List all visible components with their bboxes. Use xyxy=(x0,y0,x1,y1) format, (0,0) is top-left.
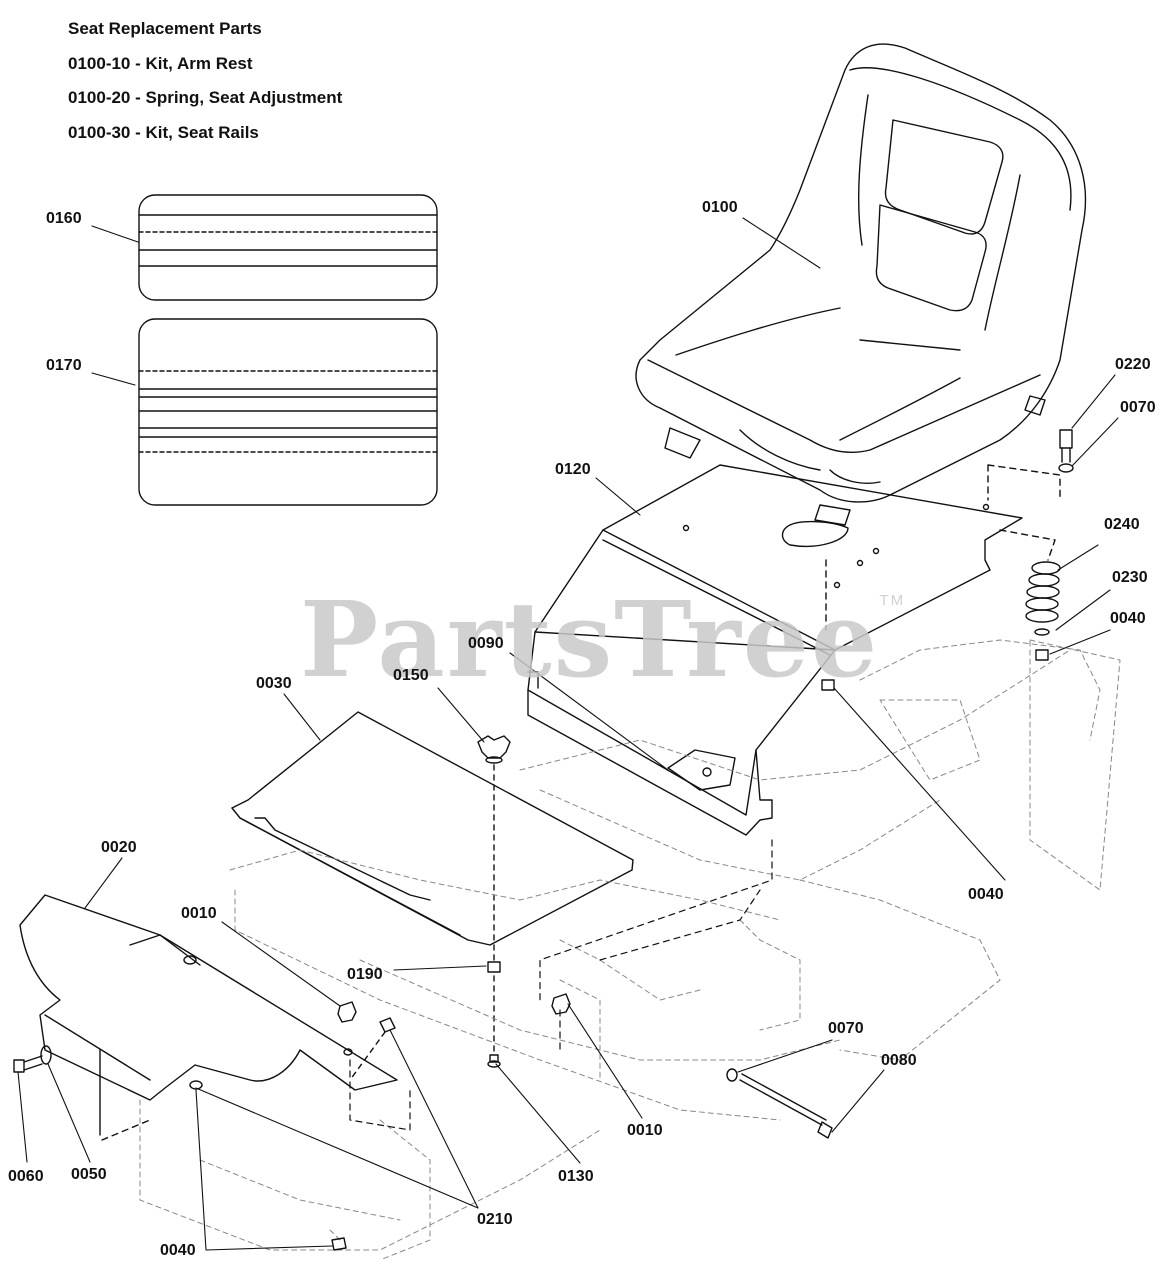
callout-0040[interactable]: 0040 xyxy=(1110,610,1146,627)
callout-0170[interactable]: 0170 xyxy=(46,357,82,374)
floor-plate-0030 xyxy=(231,711,634,946)
seat-pan-0120 xyxy=(534,464,1023,656)
decal-0170 xyxy=(138,318,438,506)
callout-0030[interactable]: 0030 xyxy=(256,675,292,692)
notes-item: 0100-20 - Spring, Seat Adjustment xyxy=(68,88,343,107)
callout-0150[interactable]: 0150 xyxy=(393,667,429,684)
notes-heading: Seat Replacement Parts xyxy=(68,19,262,38)
callout-0010[interactable]: 0010 xyxy=(181,905,217,922)
bottom-nut xyxy=(331,1237,347,1251)
callout-0230[interactable]: 0230 xyxy=(1112,569,1148,586)
seat-0100 xyxy=(635,43,1087,547)
bolt-0080 xyxy=(726,1068,833,1139)
callout-0020[interactable]: 0020 xyxy=(101,839,137,856)
trademark-mark: TM xyxy=(879,592,906,609)
notes-item: 0100-10 - Kit, Arm Rest xyxy=(68,53,253,73)
callout-0070[interactable]: 0070 xyxy=(828,1020,864,1037)
footrest-0020 xyxy=(19,894,398,1136)
knob-0150 xyxy=(477,735,511,961)
callout-0120[interactable]: 0120 xyxy=(555,461,591,478)
replacement-parts-notes: Seat Replacement Parts 0100-10 - Kit, Ar… xyxy=(68,16,342,154)
callout-0050[interactable]: 0050 xyxy=(71,1166,107,1183)
callout-0240[interactable]: 0240 xyxy=(1104,516,1140,533)
callout-0210[interactable]: 0210 xyxy=(477,1211,513,1228)
callout-0220[interactable]: 0220 xyxy=(1115,356,1151,373)
frame-outline xyxy=(139,639,1121,1261)
callout-0130[interactable]: 0130 xyxy=(558,1168,594,1185)
hardware-right xyxy=(821,429,1074,691)
decal-0160 xyxy=(138,194,438,301)
callout-0080[interactable]: 0080 xyxy=(881,1052,917,1069)
isolators xyxy=(337,961,571,1081)
callout-0060[interactable]: 0060 xyxy=(8,1168,44,1185)
leader-lines xyxy=(17,217,1119,1251)
callout-0010[interactable]: 0010 xyxy=(627,1122,663,1139)
notes-item: 0100-30 - Kit, Seat Rails xyxy=(68,122,259,142)
mount-panel-0090 xyxy=(527,631,836,836)
callout-0070[interactable]: 0070 xyxy=(1120,399,1156,416)
callout-0040[interactable]: 0040 xyxy=(160,1242,196,1259)
callout-0100[interactable]: 0100 xyxy=(702,199,738,216)
hardware-left xyxy=(13,1045,151,1141)
watermark: PartsTree TM xyxy=(300,578,903,701)
frame-hidden-lines xyxy=(349,839,773,1131)
callout-0190[interactable]: 0190 xyxy=(347,966,383,983)
callout-0040[interactable]: 0040 xyxy=(968,886,1004,903)
watermark-text: PartsTree xyxy=(300,578,880,701)
callout-0090[interactable]: 0090 xyxy=(468,635,504,652)
callout-0160[interactable]: 0160 xyxy=(46,210,82,227)
